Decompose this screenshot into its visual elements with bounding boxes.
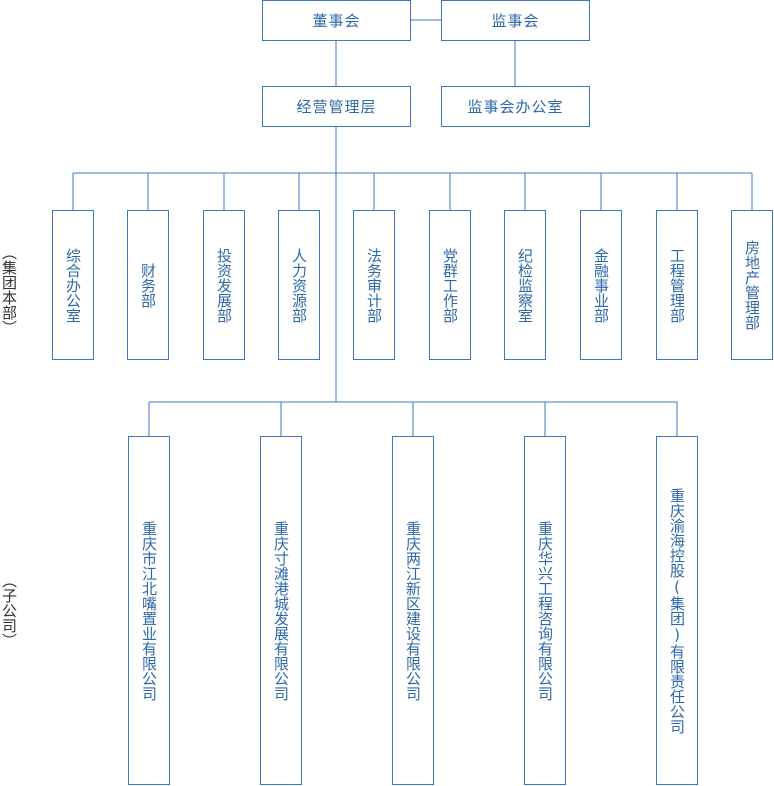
dept-box: 投资发展部	[203, 210, 245, 360]
subsidiary-box: 重庆两江新区建设有限公司	[392, 436, 434, 785]
management-label: 经营管理层	[296, 98, 377, 116]
subsidiary-label: 重庆华兴工程咨询有限公司	[536, 520, 554, 701]
dept-box: 工程管理部	[656, 210, 698, 360]
supervisory-office-box: 监事会办公室	[441, 86, 590, 127]
subsidiary-label: 重庆寸滩港城发展有限公司	[272, 520, 290, 701]
dept-label: 综合办公室	[64, 247, 82, 323]
subsidiary-box: 重庆市江北嘴置业有限公司	[128, 436, 170, 785]
headquarters-side-label: （集团本部）	[0, 245, 18, 335]
supervisory-office-label: 监事会办公室	[467, 98, 564, 116]
dept-box: 综合办公室	[52, 210, 94, 360]
dept-box: 党群工作部	[429, 210, 471, 360]
dept-label: 党群工作部	[441, 247, 459, 323]
dept-box: 法务审计部	[353, 210, 395, 360]
subsidiary-label: 重庆渝海控股(集团)有限责任公司	[668, 487, 686, 734]
board-box: 董事会	[262, 0, 411, 41]
dept-label: 财务部	[139, 262, 157, 308]
subsidiary-box: 重庆渝海控股(集团)有限责任公司	[656, 436, 698, 785]
dept-box: 财务部	[127, 210, 169, 360]
dept-box: 人力资源部	[278, 210, 320, 360]
dept-label: 人力资源部	[290, 247, 308, 323]
supervisory-board-label: 监事会	[491, 12, 540, 30]
board-label: 董事会	[312, 12, 361, 30]
supervisory-board-box: 监事会	[441, 0, 590, 41]
dept-label: 金融事业部	[592, 247, 610, 323]
dept-box: 纪检监察室	[504, 210, 546, 360]
management-box: 经营管理层	[262, 86, 411, 127]
dept-label: 法务审计部	[365, 247, 383, 323]
subsidiary-label: 重庆市江北嘴置业有限公司	[140, 520, 158, 701]
dept-label: 房地产管理部	[743, 240, 761, 330]
dept-label: 纪检监察室	[516, 247, 534, 323]
subsidiary-box: 重庆华兴工程咨询有限公司	[524, 436, 566, 785]
dept-box: 房地产管理部	[731, 210, 773, 360]
dept-label: 投资发展部	[215, 247, 233, 323]
subsidiaries-side-label: （子公司）	[0, 573, 18, 648]
dept-label: 工程管理部	[668, 247, 686, 323]
subsidiary-label: 重庆两江新区建设有限公司	[404, 520, 422, 701]
subsidiary-box: 重庆寸滩港城发展有限公司	[260, 436, 302, 785]
dept-box: 金融事业部	[580, 210, 622, 360]
